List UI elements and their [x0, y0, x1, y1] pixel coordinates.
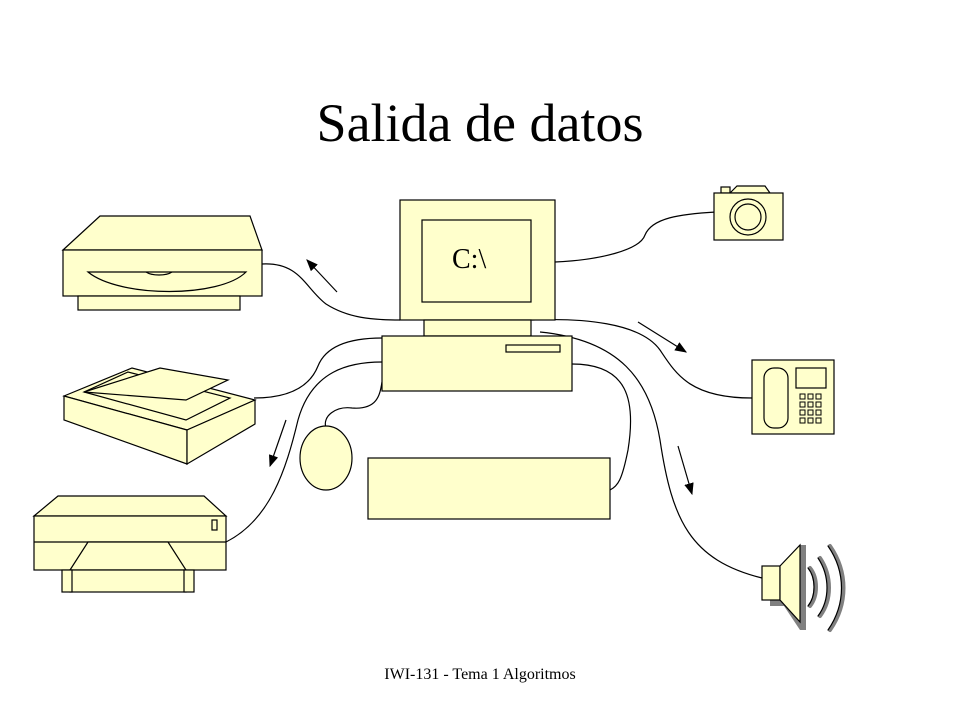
- arrow-to-telephone: [637, 321, 688, 353]
- cable-scanner: [253, 337, 383, 399]
- cable-keyboard: [571, 363, 632, 491]
- arrow-to-printer: [269, 419, 287, 468]
- slide-title: Salida de datos: [316, 93, 644, 153]
- mouse: [299, 425, 353, 491]
- arrow-to-speaker: [677, 445, 694, 496]
- scanner-icon: [62, 367, 257, 466]
- cable-telephone: [531, 318, 753, 399]
- cable-camera: [554, 211, 717, 263]
- speaker-icon: [761, 543, 846, 632]
- cable-printer: [225, 361, 383, 543]
- cd-drive-icon: [61, 215, 263, 311]
- monitor-prompt-text: C:\: [452, 244, 486, 275]
- computer: C:\: [299, 199, 611, 520]
- system-unit: [381, 335, 573, 392]
- cable-mouse: [324, 381, 383, 429]
- slide-footer: IWI-131 - Tema 1 Algoritmos: [384, 666, 576, 683]
- disk-slot: [505, 344, 561, 353]
- telephone-icon: [751, 359, 835, 435]
- monitor-stand: [423, 319, 532, 337]
- output-arrows: [269, 259, 694, 496]
- keyboard: [367, 457, 611, 520]
- monitor-screen: [421, 219, 532, 303]
- cable-cd-drive: [261, 263, 401, 321]
- camera-icon: [713, 185, 784, 241]
- arrow-to-cd-drive: [306, 259, 338, 293]
- cable-speaker: [539, 331, 763, 579]
- cables: [225, 211, 763, 579]
- printer-icon: [32, 495, 228, 593]
